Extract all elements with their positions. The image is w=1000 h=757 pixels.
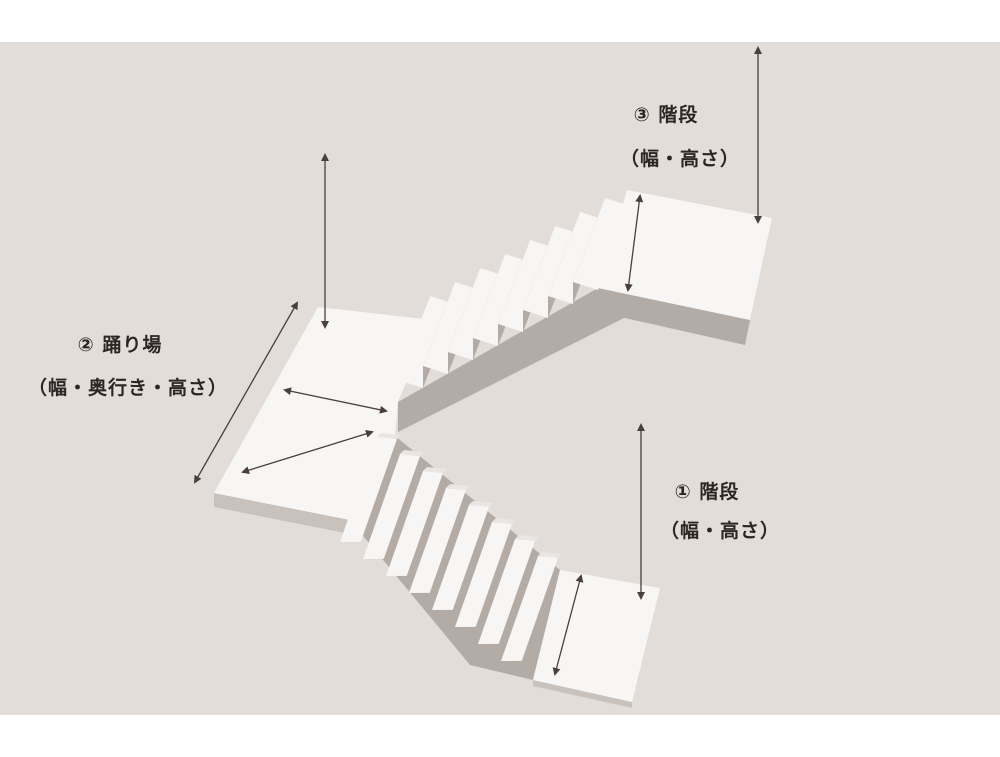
step-tread xyxy=(498,240,555,332)
stair3-subtitle: （幅・高さ） xyxy=(619,148,741,170)
step-face xyxy=(478,539,535,644)
step-top xyxy=(538,552,562,558)
step-tread xyxy=(473,254,530,346)
landing-width-arrow-2 xyxy=(241,429,374,475)
lower-flight xyxy=(340,433,562,661)
upper-flight-underside xyxy=(398,288,630,432)
step-tread xyxy=(523,226,580,318)
landing-subtitle: （幅・奥行き・高さ） xyxy=(27,377,229,399)
step-face xyxy=(501,556,558,661)
stair3-title: ③ 階段 xyxy=(633,104,699,126)
stair1-subtitle: （幅・高さ） xyxy=(659,520,781,542)
landing-width-arrow-1 xyxy=(283,387,388,414)
stair1-title: ① 階段 xyxy=(674,481,740,503)
landing-title: ② 踊り場 xyxy=(77,334,163,356)
step-face xyxy=(409,488,466,593)
stair3-width-arrow xyxy=(624,194,644,292)
upper-flight xyxy=(398,198,630,402)
step-face xyxy=(386,471,443,576)
step-tread xyxy=(548,212,605,304)
step-face xyxy=(455,522,512,627)
step-top xyxy=(492,518,516,524)
step-tread xyxy=(448,268,505,360)
step-tread xyxy=(423,282,480,374)
stair1-width-arrow xyxy=(552,574,584,676)
step-face xyxy=(363,454,420,559)
step-top xyxy=(469,501,493,507)
step-face xyxy=(432,505,489,610)
step-top xyxy=(400,450,424,456)
step-top xyxy=(446,484,470,490)
step-tread xyxy=(573,198,630,290)
step-top xyxy=(423,467,447,473)
step-face xyxy=(340,437,397,542)
step-top xyxy=(377,433,401,439)
landing-depth-arrow xyxy=(194,301,298,484)
step-top xyxy=(515,535,539,541)
